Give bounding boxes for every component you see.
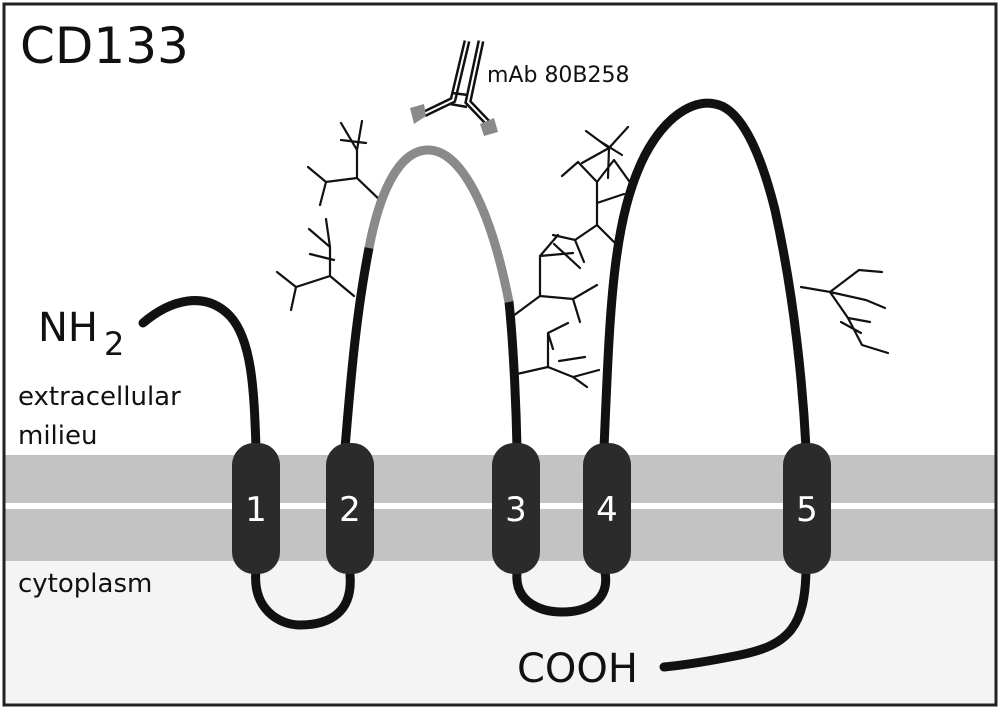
glycan-tree — [306, 119, 385, 207]
extracellular-label-line1: extracellular — [18, 382, 181, 412]
epitope-region — [364, 145, 514, 303]
glycan-trees — [275, 119, 890, 389]
loop-1-2 — [251, 565, 355, 630]
c-terminus-label: COOH — [517, 646, 638, 692]
peptide-chain — [138, 98, 811, 672]
antibody-label: mAb 80B258 — [487, 63, 630, 88]
tm-segment-3: 3 — [492, 443, 540, 574]
tm-segment-3-label: 3 — [505, 490, 527, 530]
extracellular-label-line2: milieu — [18, 421, 97, 451]
glycan-tree — [511, 233, 599, 324]
loop-2-3-left — [340, 243, 374, 453]
loop-3-4 — [512, 567, 611, 617]
glycan-tree — [580, 125, 630, 180]
cytoplasm-label: cytoplasm — [18, 569, 152, 599]
glycan-tree — [551, 158, 636, 264]
tm-segment-4-label: 4 — [596, 490, 618, 530]
tm-segment-1: 1 — [232, 443, 280, 574]
glycan-tree — [515, 321, 601, 389]
loop-2-3-right — [504, 297, 522, 453]
tm-segment-4: 4 — [583, 443, 631, 574]
c-terminal-tail — [659, 565, 811, 672]
n-terminal-tail — [138, 296, 261, 453]
tm-segment-2-label: 2 — [339, 490, 361, 530]
glycan-tree — [275, 217, 356, 312]
cytoplasm-area — [5, 560, 995, 704]
tm-segment-5: 5 — [783, 443, 831, 574]
n-terminus-main: NH — [38, 305, 98, 351]
n-terminus-subscript: 2 — [104, 325, 124, 363]
tm-segment-5-label: 5 — [796, 490, 818, 530]
tm-segment-2: 2 — [326, 443, 374, 574]
tm-segment-1-label: 1 — [245, 490, 267, 530]
loop-4-5 — [599, 98, 811, 453]
diagram-title: CD133 — [20, 17, 189, 75]
antibody-icon — [410, 40, 498, 136]
glycan-tree — [799, 268, 890, 355]
transmembrane-segments: 1 2 3 4 5 — [232, 443, 831, 574]
